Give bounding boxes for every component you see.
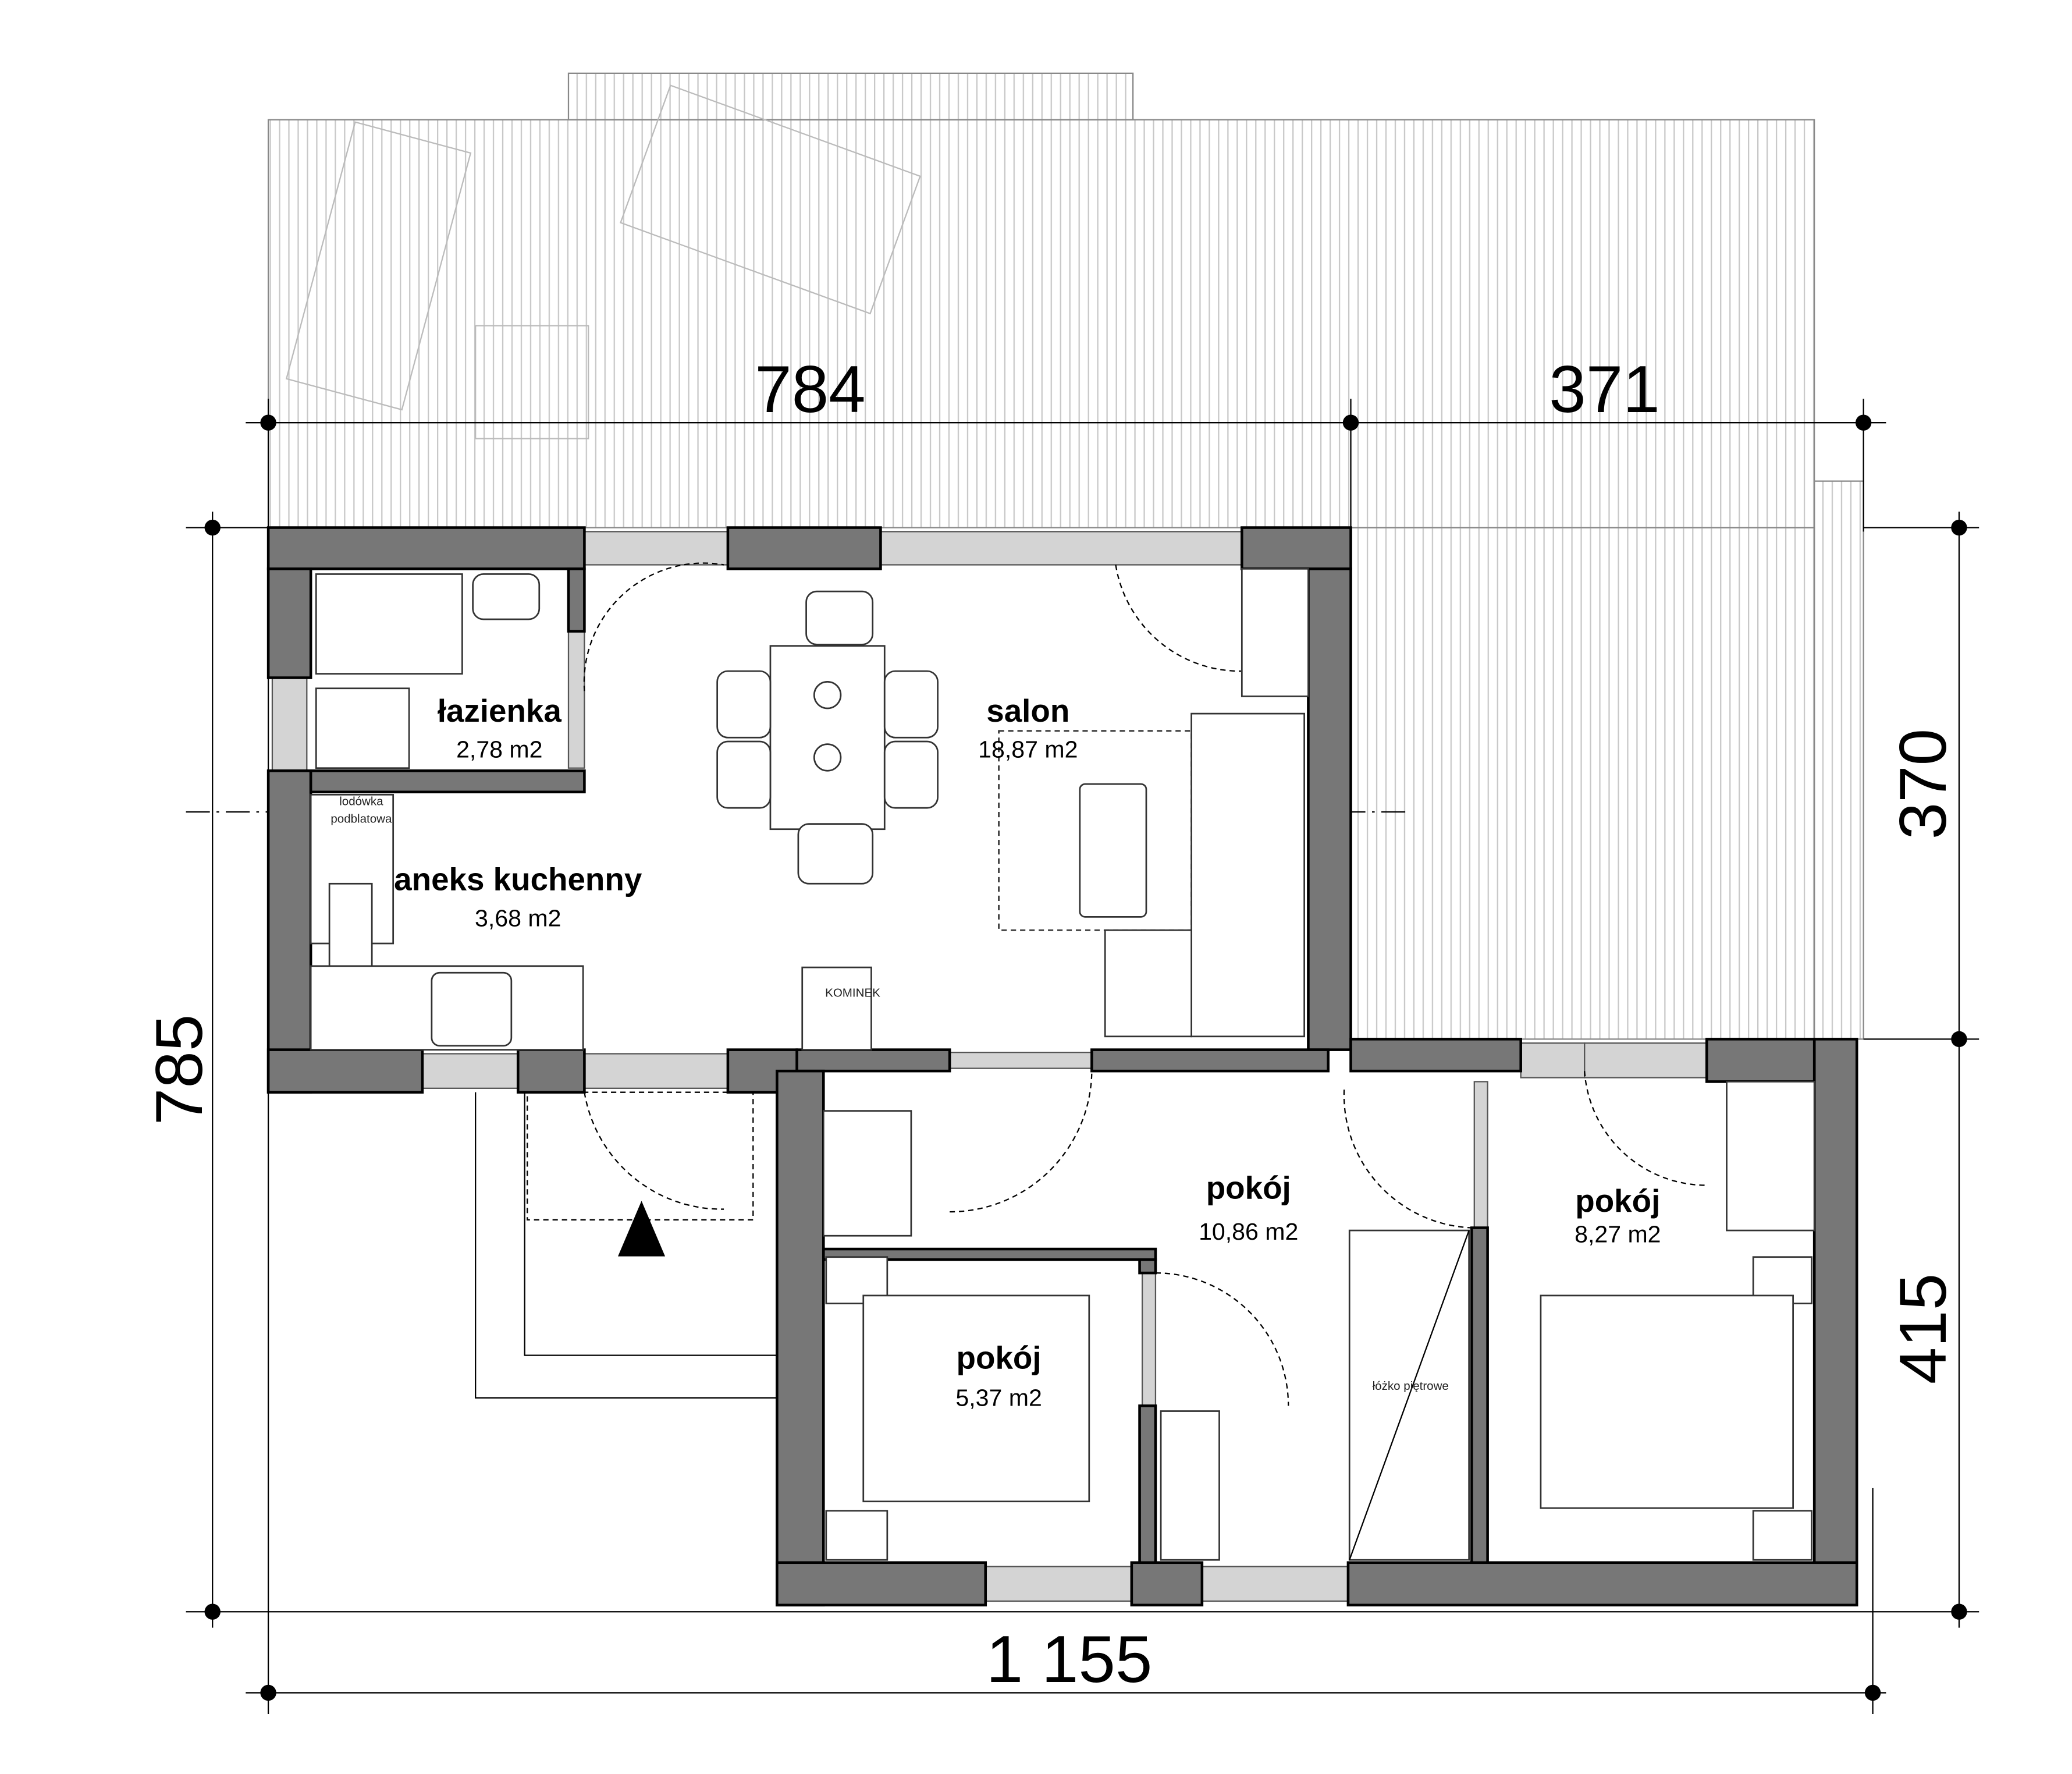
dim-left-total: 785 bbox=[143, 1014, 216, 1125]
bunk-bed-label: łóżko piętrowe bbox=[1373, 1379, 1449, 1393]
room-living: salon 18,87 m2 bbox=[978, 693, 1078, 763]
room-name: salon bbox=[986, 693, 1069, 729]
room-area: 8,27 m2 bbox=[1575, 1221, 1661, 1248]
room-bedroom-middle: pokój 10,86 m2 bbox=[1199, 1169, 1298, 1245]
room-kitchenette: aneks kuchenny 3,68 m2 bbox=[394, 861, 642, 932]
fireplace-label: KOMINEK bbox=[825, 986, 880, 999]
room-area: 10,86 m2 bbox=[1199, 1218, 1298, 1245]
room-name: pokój bbox=[1575, 1183, 1660, 1219]
fridge-label-line1: lodówka bbox=[339, 795, 383, 808]
room-area: 5,37 m2 bbox=[955, 1384, 1042, 1411]
room-bedroom-right: pokój 8,27 m2 bbox=[1575, 1183, 1661, 1248]
room-name: pokój bbox=[1206, 1169, 1291, 1205]
dim-top-left: 784 bbox=[755, 353, 865, 427]
room-bedroom-small: pokój 5,37 m2 bbox=[955, 1339, 1042, 1411]
room-name: łazienka bbox=[438, 693, 562, 729]
fridge-label-line2: podblatowa bbox=[330, 812, 392, 825]
doors bbox=[583, 562, 1707, 1406]
room-area: 3,68 m2 bbox=[475, 904, 561, 931]
entrance bbox=[475, 1091, 777, 1399]
terrace bbox=[267, 72, 1864, 1040]
furniture bbox=[310, 567, 1815, 1561]
room-name: aneks kuchenny bbox=[394, 861, 642, 897]
dim-top-right: 371 bbox=[1549, 353, 1659, 427]
room-area: 18,87 m2 bbox=[978, 736, 1078, 762]
room-area: 2,78 m2 bbox=[456, 736, 542, 762]
room-bathroom: łazienka 2,78 m2 bbox=[438, 693, 562, 763]
windows bbox=[271, 531, 1708, 1602]
dim-right-lower: 415 bbox=[1886, 1273, 1960, 1384]
dim-bottom-total: 1 155 bbox=[986, 1623, 1153, 1697]
walls bbox=[266, 526, 1858, 1607]
room-name: pokój bbox=[957, 1339, 1042, 1375]
dim-right-upper: 370 bbox=[1886, 729, 1960, 839]
sun-lounger bbox=[285, 84, 921, 439]
